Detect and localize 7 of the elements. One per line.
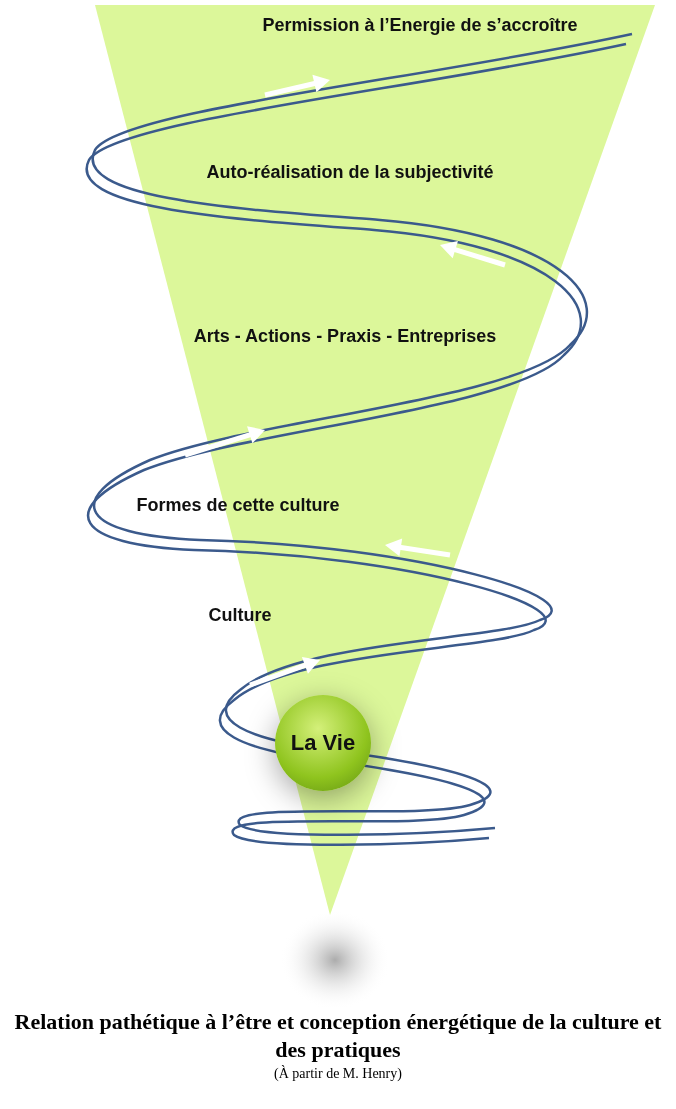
level-label: Culture: [208, 605, 272, 626]
level-label: Auto-réalisation de la subjectivité: [206, 162, 494, 183]
level-label: Arts - Actions - Praxis - Entreprises: [193, 326, 497, 347]
level-label: Permission à l’Energie de s’accroître: [262, 15, 578, 36]
diagram-title: Relation pathétique à l’être et conception énergétique de la culture et des pratiques: [13, 1008, 663, 1064]
level-label: Formes de cette culture: [136, 495, 340, 516]
caption: (À partir de M. Henry): [273, 1066, 403, 1082]
